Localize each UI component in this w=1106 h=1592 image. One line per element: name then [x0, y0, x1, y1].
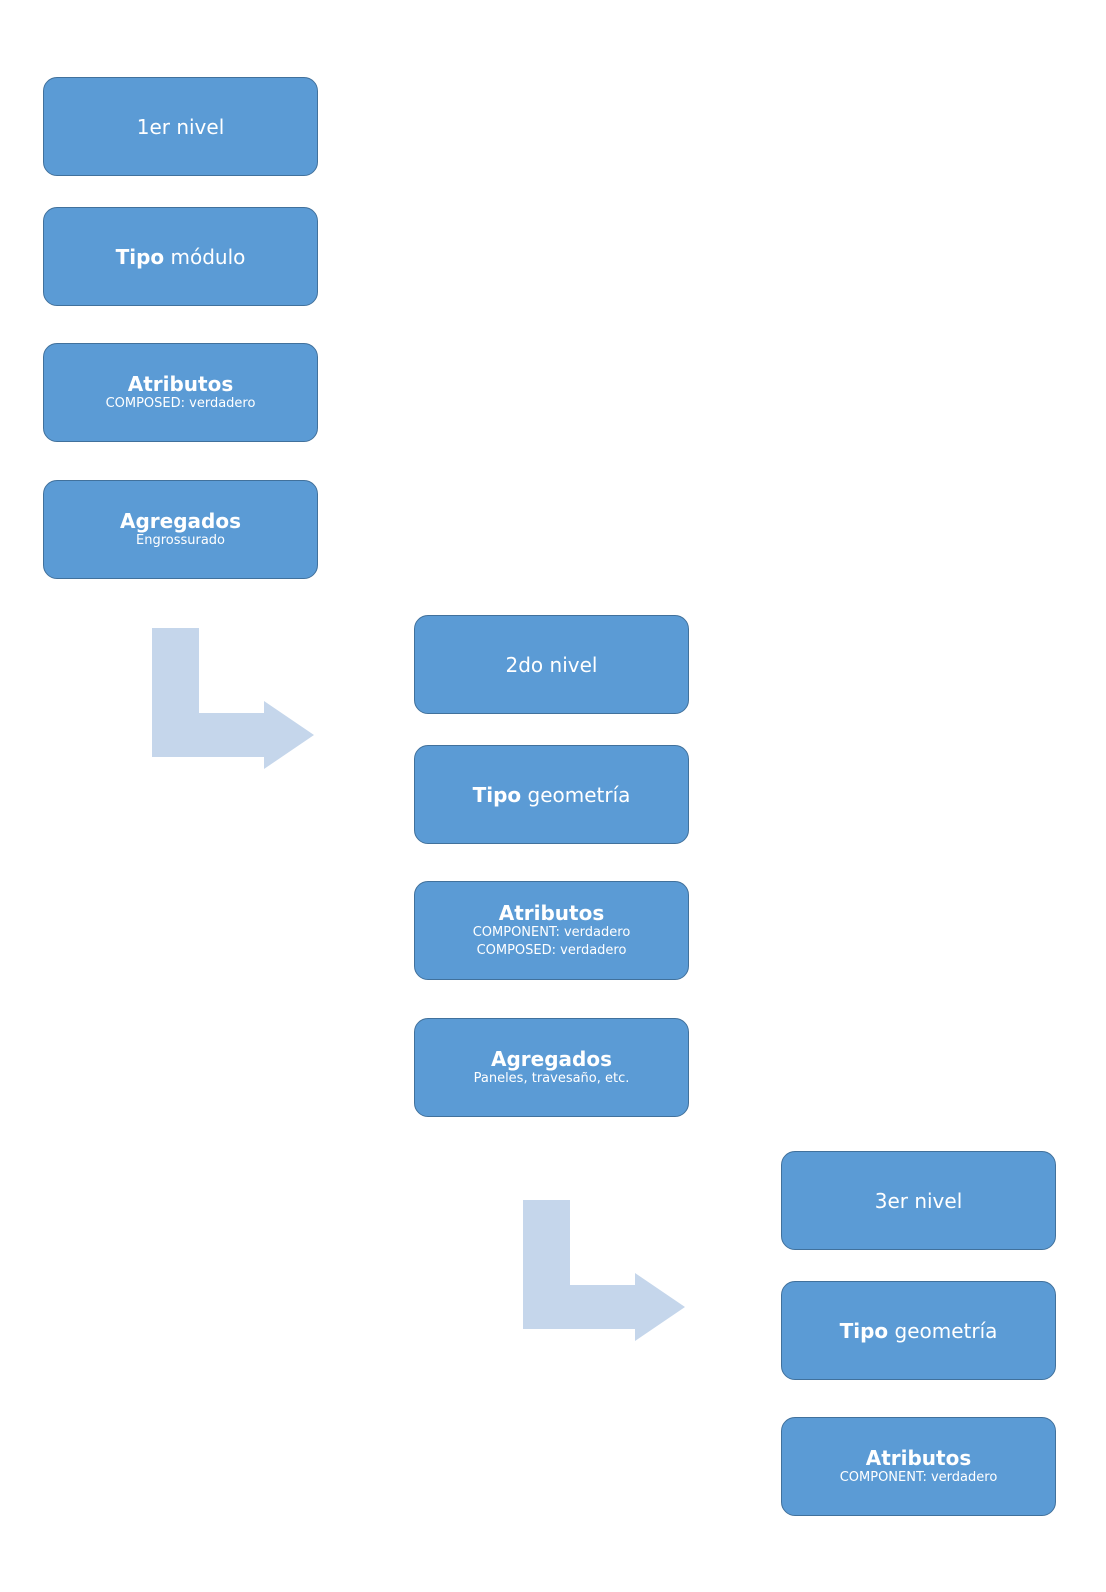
- level-1-box: 1er nivel: [43, 77, 318, 176]
- bent-arrow-1-shape: [152, 628, 314, 769]
- level-2-box: 2do nivel: [414, 615, 689, 714]
- level-3-type-bold: Tipo: [839, 1318, 889, 1343]
- bent-arrow-1: [152, 628, 314, 769]
- level-1-aggregates-line-1: Engrossurado: [135, 532, 226, 548]
- level-1-attributes-title: Atributos: [127, 371, 234, 396]
- bent-arrow-2-shape: [523, 1200, 685, 1341]
- level-2-type-bold: Tipo: [472, 782, 522, 807]
- level-1-aggregates-title: Agregados: [120, 508, 241, 533]
- level-1-type-bold: Tipo: [115, 244, 165, 269]
- level-1-type-rest: módulo: [164, 244, 246, 269]
- level-3-label: 3er nivel: [874, 1188, 963, 1213]
- level-1-aggregates-box: Agregados Engrossurado: [43, 480, 318, 579]
- level-3-attributes-title: Atributos: [865, 1445, 972, 1470]
- level-2-type-text: Tipo geometría: [473, 783, 631, 807]
- level-1-label: 1er nivel: [136, 114, 225, 139]
- level-2-type-box: Tipo geometría: [414, 745, 689, 844]
- level-2-label: 2do nivel: [505, 652, 598, 677]
- level-2-aggregates-box: Agregados Paneles, travesaño, etc.: [414, 1018, 689, 1117]
- level-3-type-text: Tipo geometría: [840, 1319, 998, 1343]
- level-1-attributes-line-1: COMPOSED: verdadero: [105, 395, 256, 411]
- level-2-aggregates-title: Agregados: [491, 1046, 612, 1071]
- level-1-type-text: Tipo módulo: [116, 245, 246, 269]
- level-2-attributes-box: Atributos COMPONENT: verdadero COMPOSED:…: [414, 881, 689, 980]
- level-3-type-rest: geometría: [888, 1318, 998, 1343]
- level-2-attributes-title: Atributos: [498, 900, 605, 925]
- level-3-attributes-line-1: COMPONENT: verdadero: [839, 1469, 998, 1485]
- level-3-attributes-box: Atributos COMPONENT: verdadero: [781, 1417, 1056, 1516]
- level-2-type-rest: geometría: [521, 782, 631, 807]
- level-2-attributes-line-2: COMPOSED: verdadero: [476, 942, 627, 958]
- level-3-type-box: Tipo geometría: [781, 1281, 1056, 1380]
- level-3-box: 3er nivel: [781, 1151, 1056, 1250]
- level-1-attributes-box: Atributos COMPOSED: verdadero: [43, 343, 318, 442]
- level-2-aggregates-line-1: Paneles, travesaño, etc.: [473, 1070, 630, 1086]
- bent-arrow-2: [523, 1200, 685, 1341]
- level-2-attributes-line-1: COMPONENT: verdadero: [472, 924, 631, 940]
- level-1-type-box: Tipo módulo: [43, 207, 318, 306]
